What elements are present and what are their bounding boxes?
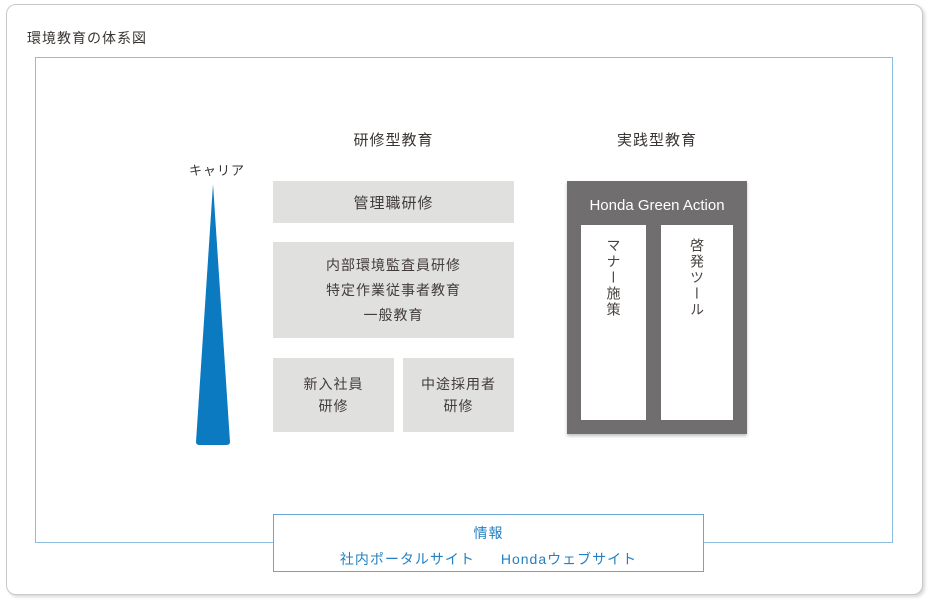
- career-arrow-icon: [196, 184, 230, 445]
- training-box-management: 管理職研修: [273, 181, 514, 223]
- awareness-tools-box: 啓発ツール: [661, 225, 733, 420]
- internal-portal-link[interactable]: 社内ポータルサイト: [339, 551, 475, 567]
- manner-measures-box: マナー施策: [581, 225, 646, 420]
- information-box: 情報 社内ポータルサイト Hondaウェブサイト: [273, 514, 704, 572]
- training-box-general-line-1: 内部環境監査員研修: [326, 256, 461, 273]
- honda-green-action-box: Honda Green Action マナー施策 啓発ツール: [567, 181, 747, 434]
- information-heading: 情報: [473, 525, 504, 541]
- manner-measures-label: マナー施策: [605, 238, 622, 318]
- training-box-mid-career-line-1: 中途採用者: [421, 376, 496, 392]
- training-box-general-line-2: 特定作業従事者教育: [326, 281, 461, 298]
- page-title: 環境教育の体系図: [27, 30, 147, 46]
- training-box-new-employee-line-2: 研修: [318, 398, 349, 414]
- career-label: キャリア: [188, 163, 245, 178]
- training-box-mid-career: 中途採用者 研修: [403, 358, 514, 432]
- training-box-management-label: 管理職研修: [353, 194, 434, 212]
- training-education-heading: 研修型教育: [353, 132, 434, 149]
- training-box-new-employee: 新入社員 研修: [273, 358, 394, 432]
- training-box-general-line-3: 一般教育: [363, 306, 424, 323]
- diagram-card: 環境教育の体系図 キャリア 研修型教育 実践型教育 管理職研修 内部環境監査員研…: [6, 4, 923, 595]
- training-box-mid-career-line-2: 研修: [443, 398, 474, 414]
- practical-education-heading: 実践型教育: [616, 132, 697, 149]
- awareness-tools-label: 啓発ツール: [689, 238, 705, 318]
- information-links: 社内ポータルサイト Hondaウェブサイト: [274, 549, 703, 569]
- training-box-new-employee-line-1: 新入社員: [303, 376, 364, 392]
- honda-green-action-title: Honda Green Action: [589, 197, 725, 214]
- honda-website-link[interactable]: Hondaウェブサイト: [500, 551, 638, 567]
- training-box-general: 内部環境監査員研修 特定作業従事者教育 一般教育: [273, 242, 514, 338]
